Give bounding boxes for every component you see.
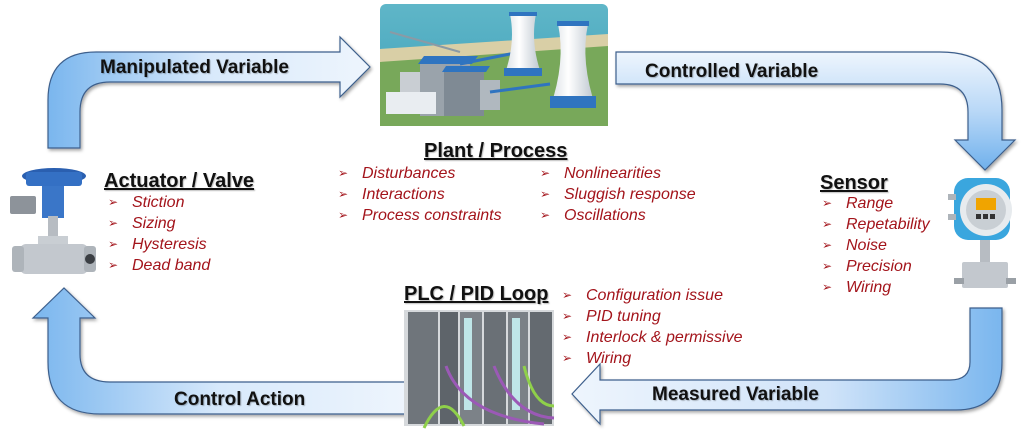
arrow-bullet-icon: ➢ bbox=[822, 217, 833, 231]
plc-issue-list: ➢Configuration issue ➢PID tuning ➢Interl… bbox=[562, 285, 743, 369]
list-item: ➢Nonlinearities bbox=[540, 165, 661, 182]
plant-heading: Plant / Process bbox=[424, 140, 568, 162]
arrow-bullet-icon: ➢ bbox=[822, 238, 833, 252]
list-item: ➢Wiring bbox=[562, 350, 632, 367]
arrow-bullet-icon: ➢ bbox=[108, 216, 119, 230]
list-item: ➢Range bbox=[822, 195, 894, 212]
flow-transmitter-image bbox=[948, 178, 1016, 288]
plc-heading: PLC / PID Loop bbox=[404, 283, 549, 305]
arrow-bullet-icon: ➢ bbox=[822, 280, 833, 294]
sensor-issue-list: ➢Range ➢Repetability ➢Noise ➢Precision ➢… bbox=[822, 193, 930, 298]
list-item: ➢Dead band bbox=[108, 257, 211, 274]
plant-issue-list-right: ➢Nonlinearities ➢Sluggish response ➢Osci… bbox=[540, 163, 696, 226]
arrow-bullet-icon: ➢ bbox=[822, 259, 833, 273]
list-item: ➢Oscillations bbox=[540, 207, 646, 224]
power-plant-image bbox=[380, 4, 608, 126]
list-item: ➢PID tuning bbox=[562, 308, 661, 325]
arrow-bullet-icon: ➢ bbox=[540, 187, 551, 201]
manipulated-variable-arrow bbox=[47, 35, 371, 149]
control-valve-image bbox=[10, 168, 96, 274]
list-item: ➢Sizing bbox=[108, 215, 176, 232]
measured-variable-arrow bbox=[571, 307, 1003, 426]
list-item: ➢Precision bbox=[822, 258, 912, 275]
list-item: ➢Configuration issue bbox=[562, 287, 723, 304]
arrow-bullet-icon: ➢ bbox=[338, 187, 349, 201]
plant-issue-list-left: ➢Disturbances ➢Interactions ➢Process con… bbox=[338, 163, 502, 226]
sensor-heading: Sensor bbox=[820, 172, 888, 194]
arrow-bullet-icon: ➢ bbox=[562, 351, 573, 365]
arrow-bullet-icon: ➢ bbox=[108, 195, 119, 209]
list-item: ➢Interlock & permissive bbox=[562, 329, 743, 346]
list-item: ➢Process constraints bbox=[338, 207, 502, 224]
arrow-bullet-icon: ➢ bbox=[562, 330, 573, 344]
arrow-bullet-icon: ➢ bbox=[822, 196, 833, 210]
arrow-bullet-icon: ➢ bbox=[540, 208, 551, 222]
controlled-variable-label: Controlled Variable bbox=[645, 61, 819, 82]
list-item: ➢Interactions bbox=[338, 186, 445, 203]
list-item: ➢Wiring bbox=[822, 279, 892, 296]
arrow-bullet-icon: ➢ bbox=[540, 166, 551, 180]
list-item: ➢Stiction bbox=[108, 194, 185, 211]
arrow-bullet-icon: ➢ bbox=[562, 288, 573, 302]
arrow-bullet-icon: ➢ bbox=[108, 237, 119, 251]
actuator-heading: Actuator / Valve bbox=[104, 170, 255, 192]
arrow-bullet-icon: ➢ bbox=[562, 309, 573, 323]
arrow-bullet-icon: ➢ bbox=[338, 208, 349, 222]
list-item: ➢Noise bbox=[822, 237, 887, 254]
list-item: ➢Sluggish response bbox=[540, 186, 696, 203]
measured-variable-label: Measured Variable bbox=[652, 384, 819, 405]
control-action-arrow bbox=[31, 287, 411, 415]
list-item: ➢Disturbances bbox=[338, 165, 456, 182]
list-item: ➢Repetability bbox=[822, 216, 930, 233]
plc-rack-image bbox=[404, 310, 555, 429]
arrow-bullet-icon: ➢ bbox=[108, 258, 119, 272]
controlled-variable-arrow bbox=[615, 51, 1017, 171]
manipulated-variable-label: Manipulated Variable bbox=[100, 57, 289, 78]
arrow-bullet-icon: ➢ bbox=[338, 166, 349, 180]
actuator-issue-list: ➢Stiction ➢Sizing ➢Hysteresis ➢Dead band bbox=[108, 192, 210, 276]
list-item: ➢Hysteresis bbox=[108, 236, 207, 253]
control-action-label: Control Action bbox=[174, 389, 306, 410]
